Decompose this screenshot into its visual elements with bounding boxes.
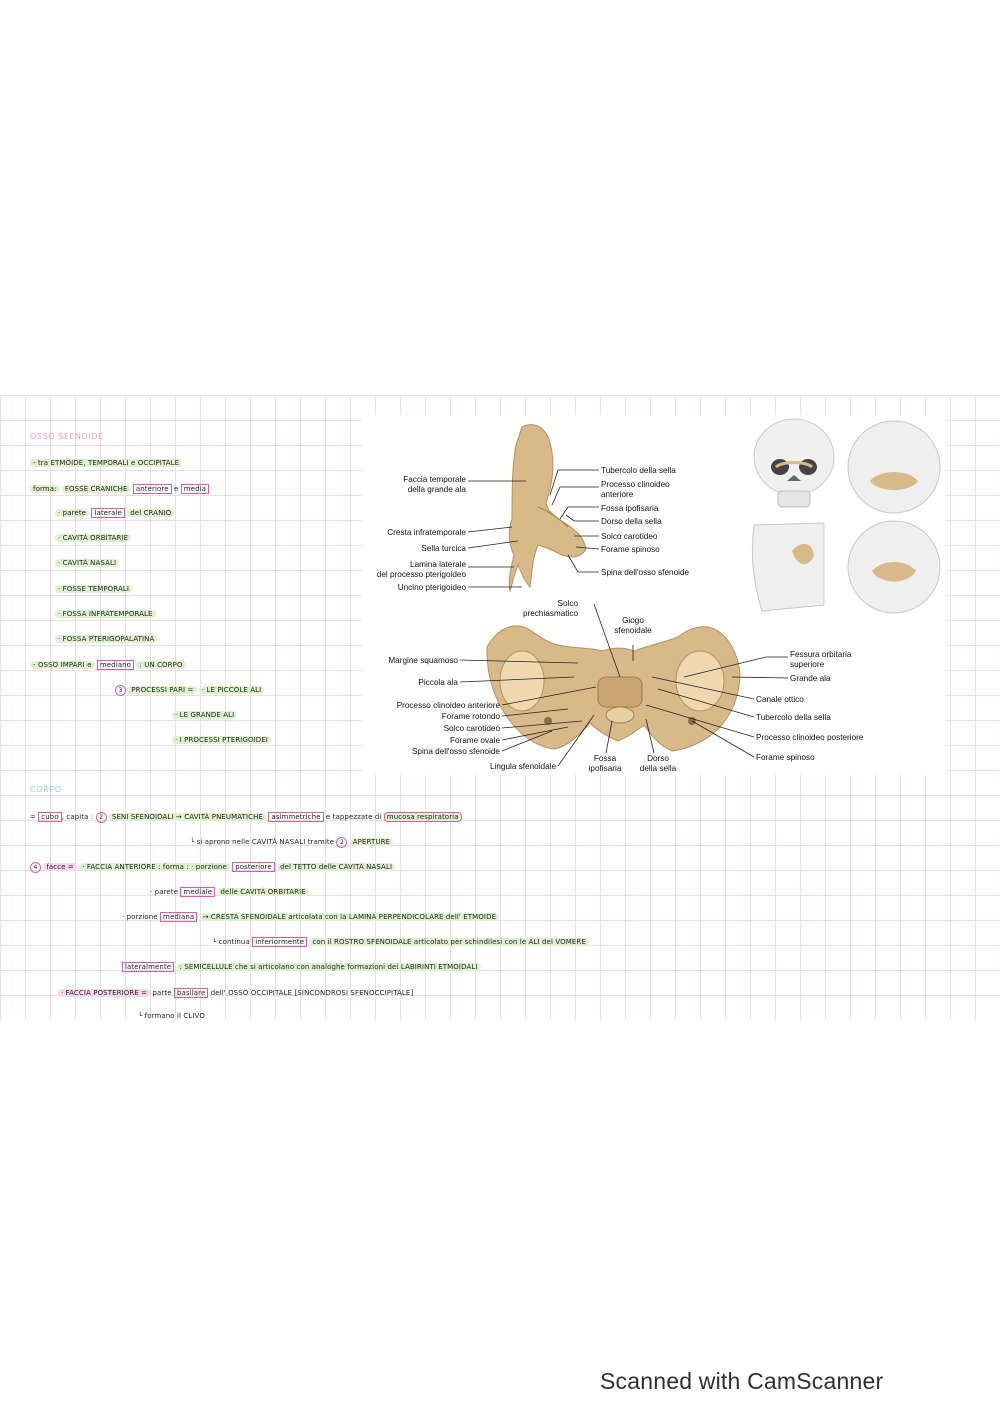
note-line-continua: └ continua inferiormente con il ROSTRO S… bbox=[212, 936, 589, 948]
labels-superior: Solco prechiasmatico Giogo sfenoidale Ma… bbox=[388, 599, 863, 773]
note-line-forma: forma: FOSSE CRANICHE anteriore e media bbox=[30, 483, 210, 495]
label-processo-clinoideo-posteriore: Processo clinoideo posteriore bbox=[756, 733, 864, 742]
sphenoid-lateral-view bbox=[508, 424, 587, 593]
note-line-fossa-pterigopalatina: · FOSSA PTERIGOPALATINA bbox=[55, 633, 158, 645]
note-line-cubo: = cubo, capita : 2 SENI SFENOIDALI → CAV… bbox=[30, 811, 462, 823]
note-line-porzione-mediana: · porzione mediana → CRESTA SFENOIDALE a… bbox=[122, 911, 500, 923]
note-line-cavita-nasali: · CAVITÀ NASALI bbox=[55, 557, 120, 569]
note-section-corpo: CORPO bbox=[30, 785, 62, 794]
skull-thumbnail-inferior bbox=[847, 520, 941, 614]
label-giogo-sfenoidale-2: sfenoidale bbox=[614, 626, 652, 635]
note-line-parete-mediale: · parete mediale delle CAVITÀ ORBITARIE bbox=[150, 886, 309, 898]
label-cresta-infratemporale: Cresta infratemporale bbox=[387, 528, 466, 537]
label-lingula-sfenoidale: Lingula sfenoidale bbox=[490, 762, 556, 771]
note-line-fossa-infratemporale: · FOSSA INFRATEMPORALE bbox=[55, 608, 156, 620]
sphenoid-illustration: Faccia temporale della grande ala Cresta… bbox=[377, 418, 941, 773]
label-forame-ovale: Forame ovale bbox=[450, 736, 501, 745]
label-forame-rotondo: Forame rotondo bbox=[442, 712, 501, 721]
label-fossa-ipofisaria: Fossa ipofisaria bbox=[601, 504, 659, 513]
label-giogo-sfenoidale-1: Giogo bbox=[622, 616, 644, 625]
label-tubercolo-sella-sup: Tubercolo della sella bbox=[756, 713, 831, 722]
note-line-cavita-orbitarie: · CAVITÀ ORBITARIE bbox=[55, 532, 132, 544]
label-sella-turcica: Sella turcica bbox=[421, 544, 466, 553]
label-faccia-temporale-1: Faccia temporale bbox=[403, 475, 466, 484]
skull-thumbnail-front bbox=[753, 418, 835, 508]
label-processo-clinoideo-ant-2: anteriore bbox=[601, 490, 634, 499]
label-processo-clinoideo-ant-1: Processo clinoideo bbox=[601, 480, 670, 489]
label-lamina-laterale-1: Lamina laterale bbox=[410, 560, 466, 569]
label-uncino-pterigoideo: Uncino pterigoideo bbox=[398, 583, 467, 592]
label-grande-ala: Grande ala bbox=[790, 674, 831, 683]
note-line-faccia-anteriore: 4 facce = · FACCIA ANTERIORE : forma : ·… bbox=[30, 861, 396, 873]
note-line-grande-ali: · LE GRANDE ALI bbox=[172, 709, 238, 721]
note-line-processi-pterigoidei: · I PROCESSI PTERIGOIDEI bbox=[172, 734, 271, 746]
label-lamina-laterale-2: del processo pterigoideo bbox=[377, 570, 467, 579]
camscanner-watermark: Scanned with CamScanner bbox=[600, 1368, 884, 1394]
note-line-osso-impari: - OSSO IMPARI e mediano : UN CORPO bbox=[30, 659, 186, 671]
label-faccia-temporale-2: della grande ala bbox=[408, 485, 467, 494]
leader-lines-lateral bbox=[467, 469, 600, 588]
note-line-faccia-posteriore: · FACCIA POSTERIORE = parte basilare del… bbox=[58, 987, 413, 999]
label-fossa-ipofisaria-sup-2: ipofisaria bbox=[589, 764, 622, 773]
label-fessura-orbitaria-1: Fessura orbitaria bbox=[790, 650, 852, 659]
label-solco-carotideo-sup: Solco carotideo bbox=[444, 724, 501, 733]
note-line-parete: · parete laterale del CRANIO bbox=[55, 507, 175, 519]
skull-thumbnail-lateral bbox=[751, 522, 825, 612]
label-piccola-ala: Piccola ala bbox=[418, 678, 458, 687]
label-dorso-sella-sup-1: Dorso bbox=[647, 754, 669, 763]
label-dorso-sella-sup-2: della sella bbox=[640, 764, 677, 773]
label-forame-spinoso-sup: Forame spinoso bbox=[756, 753, 815, 762]
label-tubercolo-sella: Tubercolo della sella bbox=[601, 466, 676, 475]
label-solco-carotideo: Solco carotideo bbox=[601, 532, 658, 541]
label-spina-osso-sfenoide-sup: Spina dell'osso sfenoide bbox=[412, 747, 500, 756]
note-line-lateralmente: lateralmente : SEMICELLULE che si artico… bbox=[122, 961, 481, 973]
label-solco-prechiasmatico-2: prechiasmatico bbox=[523, 609, 579, 618]
label-spina-osso-sfenoide: Spina dell'osso sfenoide bbox=[601, 568, 689, 577]
label-fessura-orbitaria-2: superiore bbox=[790, 660, 825, 669]
label-canale-ottico: Canale ottico bbox=[756, 695, 804, 704]
label-processo-clinoideo-anteriore: Processo clinoideo anteriore bbox=[397, 701, 501, 710]
label-forame-spinoso: Forame spinoso bbox=[601, 545, 660, 554]
label-fossa-ipofisaria-sup-1: Fossa bbox=[594, 754, 617, 763]
skull-thumbnail-superior bbox=[847, 420, 941, 514]
label-solco-prechiasmatico-1: Solco bbox=[558, 599, 579, 608]
note-line-clivo: └ formano il CLIVO bbox=[138, 1012, 205, 1020]
note-line-position: - tra ETMOIDE, TEMPORALI e OCCIPITALE bbox=[30, 457, 183, 469]
labels-lateral: Faccia temporale della grande ala Cresta… bbox=[377, 466, 690, 592]
label-dorso-sella: Dorso della sella bbox=[601, 517, 662, 526]
sphenoid-figure: Faccia temporale della grande ala Cresta… bbox=[362, 415, 946, 775]
label-margine-squamoso: Margine squamoso bbox=[388, 656, 458, 665]
note-line-fosse-temporali: · FOSSE TEMPORALI bbox=[55, 583, 133, 595]
leader-lines-superior bbox=[459, 603, 789, 767]
note-line-processi-pari: 3 PROCESSI PARI = · LE PICCOLE ALI bbox=[115, 684, 265, 696]
note-line-aperture: └ si aprono nelle CAVITÀ NASALI tramite … bbox=[190, 836, 394, 848]
note-title: OSSO SFENOIDE bbox=[30, 432, 104, 441]
